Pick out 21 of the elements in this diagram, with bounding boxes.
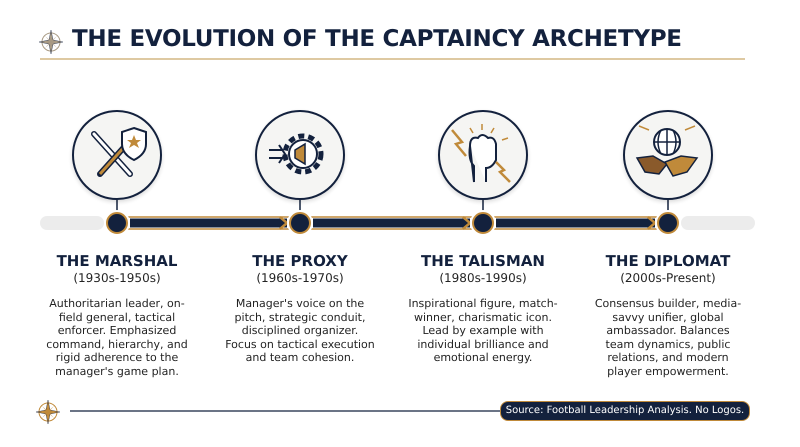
timeline-arrow	[496, 216, 656, 230]
date-range: (1930s-1950s)	[72, 271, 162, 285]
description: Authoritarian leader, on-field general, tactical enforcer. Emphasized command, hierarchy, and rigid adherence to the manager's game plan.	[45, 297, 189, 378]
date-range: (1980s-1990s)	[438, 271, 528, 285]
description: Inspirational figure, match-winner, charismatic icon. Lead by example with individual brilliance and emotional energy.	[408, 297, 558, 364]
column-heading: THE PROXY	[251, 252, 349, 270]
column-heading: THE TALISMAN	[420, 252, 546, 270]
column-heading: THE DIPLOMAT	[604, 252, 732, 270]
timeline-dot	[657, 212, 679, 234]
column-heading: THE MARSHAL	[56, 252, 178, 270]
timeline-arrow	[130, 216, 288, 230]
date-range: (1960s-1970s)	[255, 271, 345, 285]
description: Manager's voice on the pitch, strategic conduit, disciplined organizer. Focus on tactical execution and team cohesion.	[225, 297, 375, 364]
description: Consensus builder, media-savvy unifier, global ambassador. Balances team dynamics, public relations, and modern player empowerment.	[594, 297, 742, 378]
timeline-dot	[289, 212, 311, 234]
date-range: (2000s-Present)	[619, 271, 717, 285]
timeline-arrow	[313, 216, 472, 230]
title: THE EVOLUTION OF THE CAPTAINCY ARCHETYPE	[72, 26, 682, 52]
timeline-dot	[472, 212, 494, 234]
source-note: Source: Football Leadership Analysis. No Logos.	[500, 401, 750, 421]
timeline-dot	[106, 212, 128, 234]
